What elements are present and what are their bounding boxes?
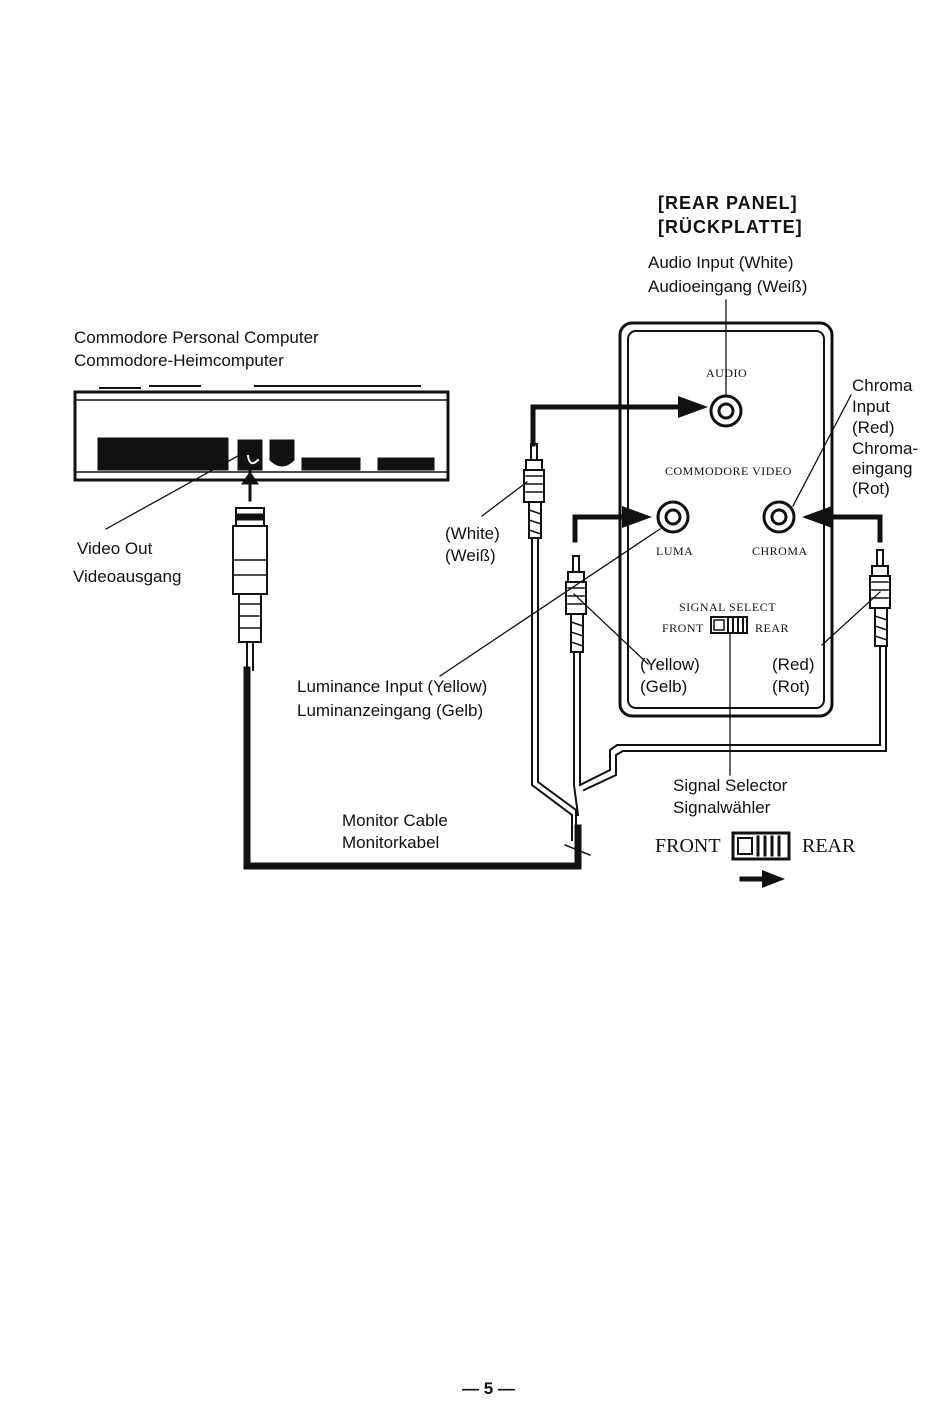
- panel-luma-text: LUMA: [656, 544, 694, 558]
- chroma-arrow: [819, 514, 883, 543]
- selector-switch: [731, 831, 791, 861]
- audio-input-label-de: Audioeingang (Weiß): [648, 277, 808, 296]
- yellow-rca-plug: [565, 555, 587, 653]
- signal-selector-label-de: Signalwähler: [673, 798, 771, 817]
- panel-front-text: FRONT: [662, 621, 704, 635]
- monitor-cable: [243, 666, 582, 870]
- white-plug-label: (White): [445, 524, 500, 543]
- chroma-input-label-4: Chroma-: [852, 439, 919, 458]
- computer-illustration: [73, 385, 450, 482]
- yellow-plug-label-de: (Gelb): [640, 677, 688, 696]
- luma-jack: [656, 500, 690, 534]
- luminance-input-label-de: Luminanzeingang (Gelb): [297, 701, 484, 720]
- din-plug: [232, 470, 268, 671]
- leader-lines: [105, 299, 881, 776]
- white-rca-plug: [523, 443, 545, 539]
- red-plug-label-de: (Rot): [772, 677, 810, 696]
- video-out-label: Video Out: [77, 539, 153, 558]
- white-plug-label-de: (Weiß): [445, 546, 496, 565]
- signal-selector-label: Signal Selector: [673, 776, 788, 795]
- rear-panel-title-de: [RÜCKPLATTE]: [658, 217, 803, 237]
- audio-arrow: [530, 404, 693, 447]
- chroma-input-label-6: (Rot): [852, 479, 890, 498]
- panel-switch: [710, 616, 748, 634]
- red-plug-label: (Red): [772, 655, 815, 674]
- panel-brand-text: COMMODORE VIDEO: [665, 464, 792, 478]
- monitor-cable-label-de: Monitorkabel: [342, 833, 440, 852]
- chroma-input-label-5: eingang: [852, 459, 913, 478]
- panel-rear-text: REAR: [755, 621, 790, 635]
- computer-label: Commodore Personal Computer: [74, 328, 319, 347]
- video-out-label-de: Videoausgang: [73, 567, 182, 586]
- audio-jack: [709, 394, 743, 428]
- page-number: — 5 —: [462, 1379, 515, 1398]
- panel-signal-select-text: SIGNAL SELECT: [679, 600, 777, 614]
- yellow-plug-label: (Yellow): [640, 655, 700, 674]
- computer-label-de: Commodore-Heimcomputer: [74, 351, 284, 370]
- rear-panel-title: [REAR PANEL]: [658, 193, 798, 213]
- selector-rear-label: REAR: [802, 835, 856, 857]
- panel-audio-text: AUDIO: [706, 366, 748, 380]
- chroma-input-label-3: (Red): [852, 418, 895, 437]
- selector-front-label: FRONT: [655, 835, 721, 857]
- switch-direction-arrow: [739, 870, 785, 888]
- chroma-input-label-2: Input: [852, 397, 890, 416]
- monitor-cable-label: Monitor Cable: [342, 811, 448, 830]
- chroma-input-label-1: Chroma: [852, 376, 913, 395]
- rca-cables: [531, 537, 887, 856]
- panel-chroma-text: CHROMA: [752, 544, 808, 558]
- luminance-input-label: Luminance Input (Yellow): [297, 677, 488, 696]
- audio-input-label: Audio Input (White): [648, 253, 794, 272]
- luma-arrow: [572, 514, 633, 543]
- chroma-jack: [762, 500, 796, 534]
